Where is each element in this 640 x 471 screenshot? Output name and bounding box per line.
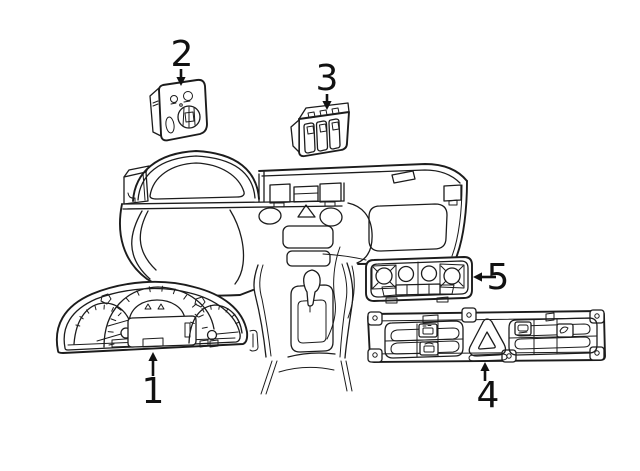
under-dash-lines (322, 246, 367, 340)
right-gauge (188, 304, 243, 348)
headlamp-switch-part (149, 78, 208, 142)
rocker-buttons (303, 118, 341, 154)
sunroof-slide-button (418, 323, 438, 338)
left-oval-vent (258, 207, 282, 225)
speedometer-gauge (100, 285, 215, 348)
callout-3-label[interactable]: 3 (316, 58, 339, 99)
callout-5-label[interactable]: 5 (487, 257, 510, 298)
left-switch-group (384, 320, 464, 359)
callout-4[interactable]: 4 (477, 362, 500, 416)
sunroof-tilt-button (419, 341, 439, 356)
steering-column (119, 203, 254, 297)
headlamp-switch-knob (177, 105, 201, 129)
callout-5[interactable]: 5 (473, 257, 509, 298)
right-oval-vent (319, 207, 343, 227)
cluster-display (127, 299, 197, 348)
callout-2-label[interactable]: 2 (171, 34, 194, 75)
climate-button-row (381, 283, 455, 297)
climate-knob-2 (397, 265, 415, 283)
climate-knob-3 (420, 265, 438, 282)
climate-control-part (365, 256, 473, 304)
center-stack (258, 171, 373, 267)
callout-1[interactable]: 1 (142, 352, 165, 412)
callout-4-label[interactable]: 4 (477, 375, 500, 416)
center-console (253, 262, 354, 395)
lower-stack-slot (286, 250, 331, 267)
roller-blind-button (514, 321, 532, 336)
dash-right-end (357, 180, 468, 265)
callout-3[interactable]: 3 (316, 58, 339, 110)
climate-knob-1 (375, 267, 393, 285)
switch-panel-part (367, 307, 606, 363)
hazard-warning-button (468, 318, 508, 362)
left-vent-box (123, 165, 150, 205)
callout-1-label[interactable]: 1 (142, 371, 165, 412)
glovebox (368, 203, 448, 252)
rocker-switch-block-part (290, 102, 350, 158)
right-switch-group (508, 317, 598, 356)
cluster-bracket (249, 329, 259, 352)
gear-shifter (303, 269, 321, 307)
rear-shade-button (556, 323, 574, 338)
climate-knob-4 (443, 267, 461, 285)
radio-slot (282, 225, 334, 249)
cluster-hood (132, 150, 260, 202)
callout-2[interactable]: 2 (171, 34, 194, 86)
instrument-cluster-part (55, 280, 259, 354)
dash-hazard-triangle (297, 204, 316, 218)
